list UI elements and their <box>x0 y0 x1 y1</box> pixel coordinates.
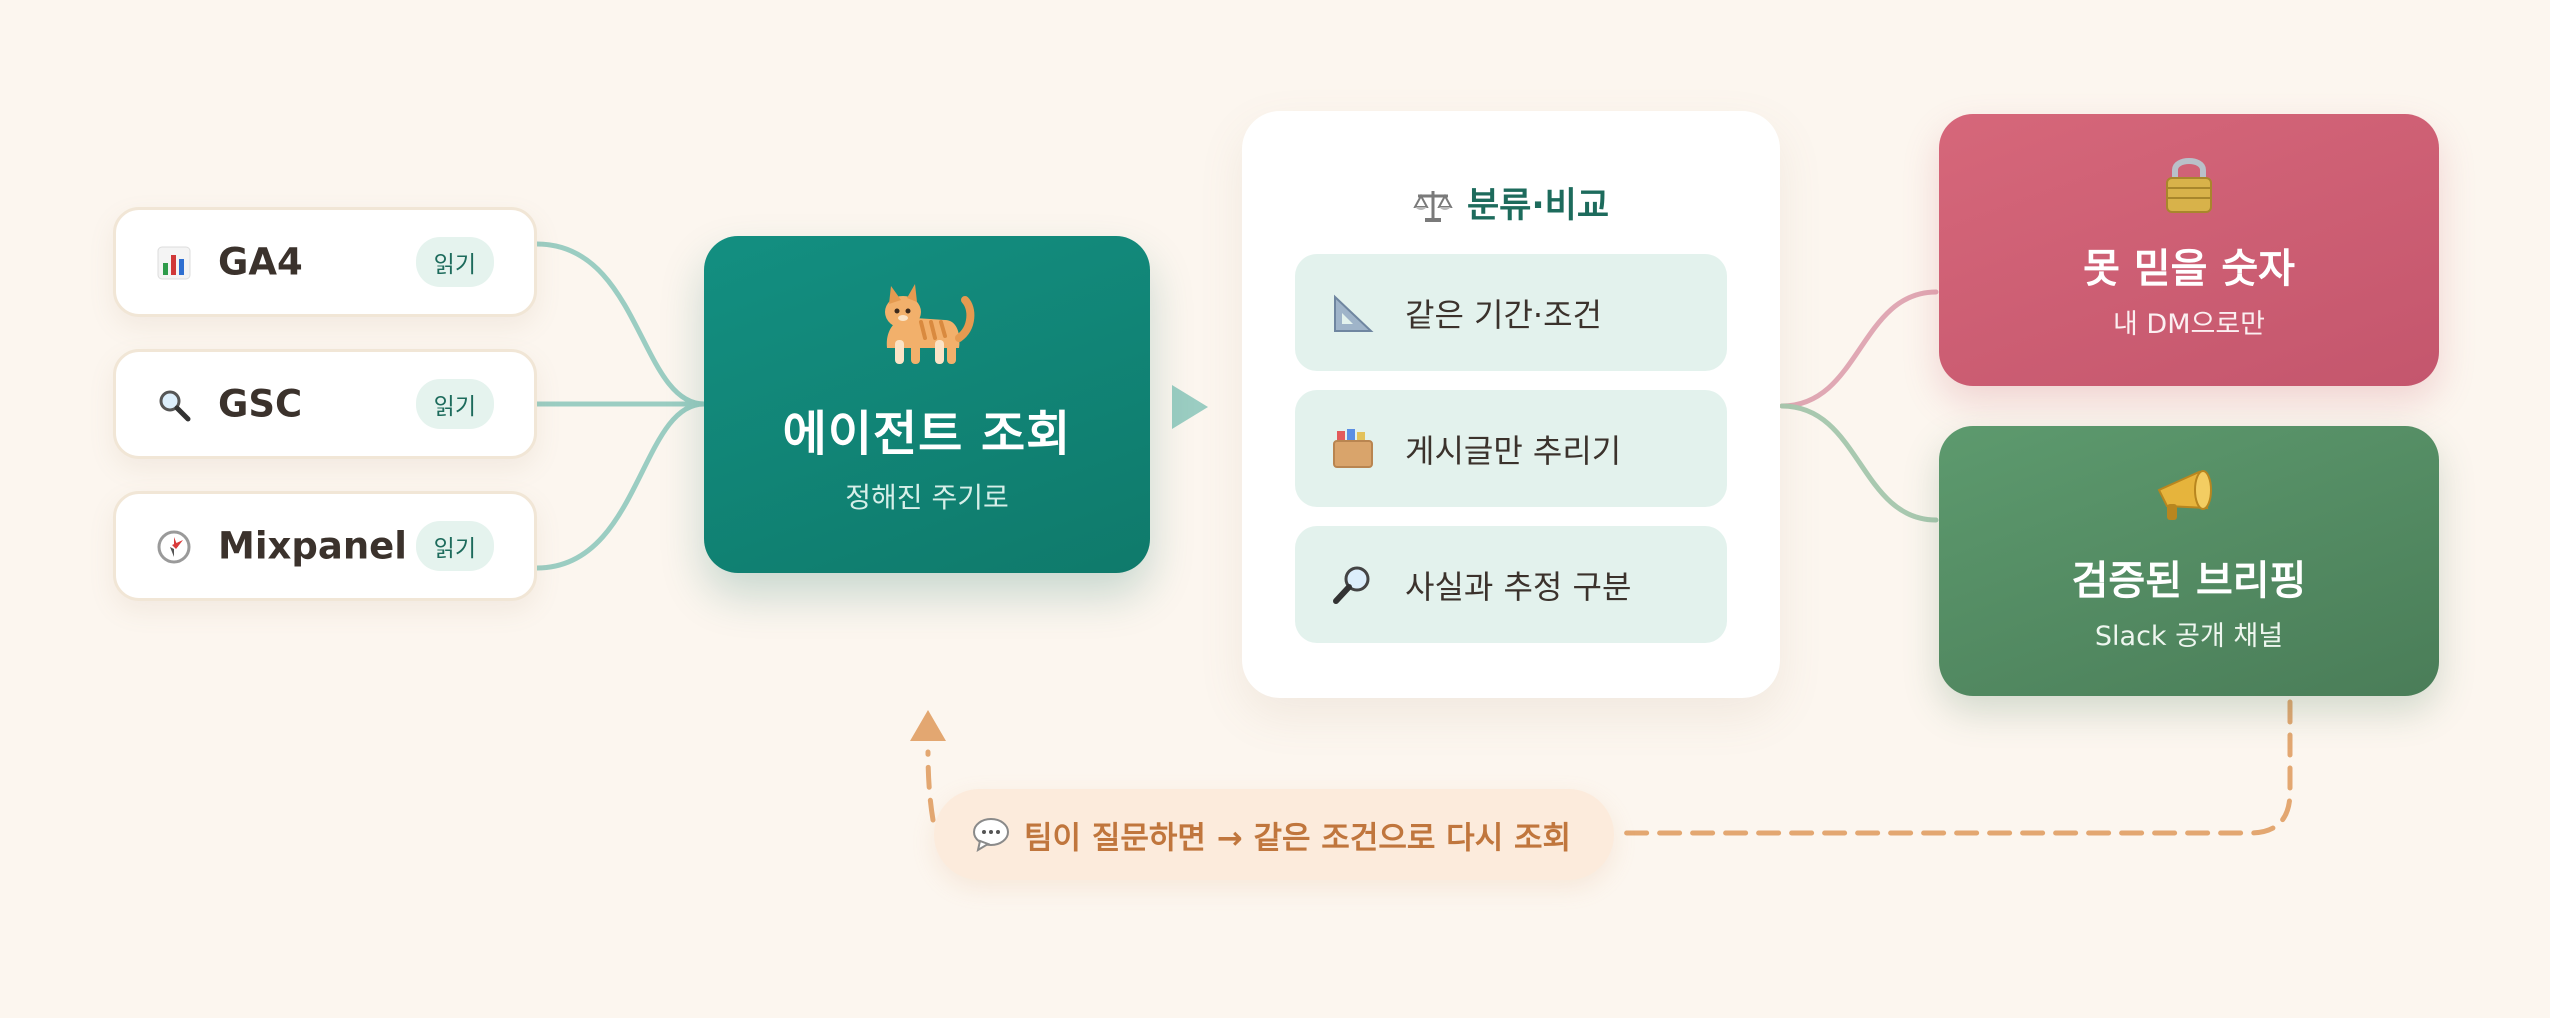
agent-card[interactable]: 에이전트 조회 정해진 주기로 <box>704 236 1150 573</box>
flow-arrow <box>1172 385 1208 429</box>
megaphone-icon <box>2153 464 2225 530</box>
check-label: 같은 기간·조건 <box>1405 295 1602 334</box>
compass-icon <box>156 529 192 565</box>
classify-title: 분류·비교 <box>1466 186 1610 226</box>
speech-bubble-icon <box>972 816 1010 856</box>
untrusted-subtitle: 내 DM으로만 <box>2112 309 2266 340</box>
agent-subtitle: 정해진 주기로 <box>845 481 1009 514</box>
bar-chart-icon <box>156 245 192 281</box>
loop-text: 팀이 질문하면 → 같은 조건으로 다시 조회 <box>1024 820 1572 856</box>
check-item-fact-vs-estimate: 사실과 추정 구분 <box>1295 526 1727 643</box>
card-box-icon <box>1331 427 1375 475</box>
scales-icon <box>1413 191 1453 222</box>
magnifier-icon <box>1331 563 1375 611</box>
loop-line-up <box>925 749 936 823</box>
feedback-loop-pill: 팀이 질문하면 → 같은 조건으로 다시 조회 <box>934 789 1614 880</box>
read-badge: 읽기 <box>415 521 494 571</box>
verified-subtitle: Slack 공개 채널 <box>2094 621 2284 652</box>
lock-icon <box>2163 152 2215 218</box>
classify-title-row: 분류·비교 <box>1242 177 1780 228</box>
connector-mixpanel <box>534 401 707 571</box>
check-item-same-period: 같은 기간·조건 <box>1295 254 1727 371</box>
check-item-posts-only: 게시글만 추리기 <box>1295 390 1727 507</box>
agent-title: 에이전트 조회 <box>782 406 1072 462</box>
triangle-ruler-icon <box>1331 291 1375 339</box>
connector-ga4 <box>534 241 707 407</box>
connector-to-untrusted <box>1779 289 1939 409</box>
check-label: 게시글만 추리기 <box>1405 431 1622 470</box>
verified-title: 검증된 브리핑 <box>2071 558 2307 604</box>
source-card-ga4[interactable]: GA4 읽기 <box>113 207 537 317</box>
untrusted-title: 못 믿을 숫자 <box>2083 246 2295 292</box>
source-card-mixpanel[interactable]: Mixpanel 읽기 <box>113 491 537 601</box>
read-badge: 읽기 <box>415 237 494 287</box>
source-name: GA4 <box>218 240 303 284</box>
source-name: Mixpanel <box>218 524 407 568</box>
read-badge: 읽기 <box>415 379 494 429</box>
untrusted-numbers-card[interactable]: 못 믿을 숫자 내 DM으로만 <box>1939 114 2439 386</box>
classify-compare-card: 분류·비교 같은 기간·조건 게시글만 추리기 <box>1242 111 1780 698</box>
verified-briefing-card[interactable]: 검증된 브리핑 Slack 공개 채널 <box>1939 426 2439 696</box>
source-name: GSC <box>218 382 303 426</box>
cat-icon <box>877 278 977 378</box>
source-card-gsc[interactable]: GSC 읽기 <box>113 349 537 459</box>
check-label: 사실과 추정 구분 <box>1405 567 1632 606</box>
connector-to-verified <box>1779 403 1939 523</box>
magnifier-icon <box>156 387 192 423</box>
loop-line-return <box>1615 699 2293 836</box>
loop-arrowhead <box>910 710 946 741</box>
